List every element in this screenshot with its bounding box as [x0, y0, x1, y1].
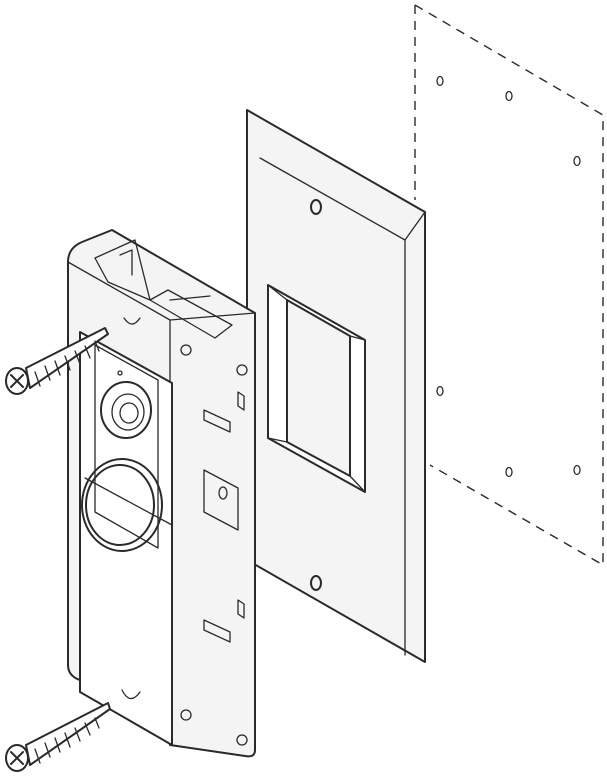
camera-lens — [100, 370, 152, 439]
plate-hole-bottom — [310, 575, 322, 591]
wall-holes — [436, 75, 581, 478]
doorbell — [67, 229, 256, 758]
plate-hole-top — [310, 199, 322, 215]
wedge-plate — [246, 109, 426, 663]
top-screw — [5, 327, 109, 395]
bottom-screw — [5, 702, 111, 772]
wall-outline — [414, 4, 604, 567]
doorbell-button — [81, 458, 163, 552]
